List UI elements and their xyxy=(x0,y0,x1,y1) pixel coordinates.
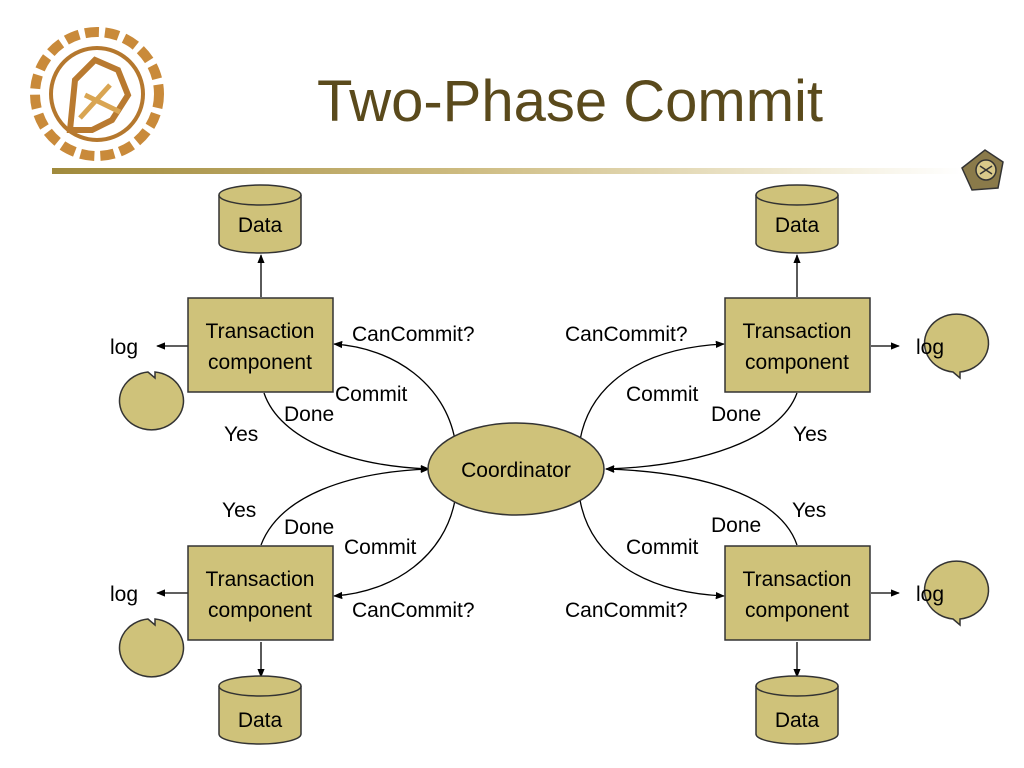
yes-label: Yes xyxy=(793,423,827,446)
data-store-top-left: Data xyxy=(218,184,302,254)
title-underline xyxy=(52,168,962,174)
log-label: log xyxy=(916,336,944,359)
cancommit-label: CanCommit? xyxy=(352,599,475,622)
connectors xyxy=(156,254,900,678)
commit-label: Commit xyxy=(626,383,698,406)
data-label: Data xyxy=(775,214,820,237)
component-label-line1: Transaction xyxy=(206,568,315,591)
transaction-component-bottom-left: Transaction component xyxy=(187,545,334,641)
done-label: Done xyxy=(711,403,761,426)
component-label-line2: component xyxy=(208,599,312,622)
log-label: log xyxy=(110,336,138,359)
data-label: Data xyxy=(238,214,283,237)
transaction-component-top-left: Transaction component xyxy=(187,297,334,393)
commit-label: Commit xyxy=(344,536,416,559)
cancommit-label: CanCommit? xyxy=(565,323,688,346)
purdue-corner-logo xyxy=(961,149,1004,191)
component-label-line1: Transaction xyxy=(743,568,852,591)
yes-label: Yes xyxy=(792,499,826,522)
data-store-bottom-left: Data xyxy=(218,675,302,745)
log-label: log xyxy=(916,583,944,606)
log-bottom-right: log xyxy=(916,560,990,627)
coordinator-label: Coordinator xyxy=(461,459,571,482)
log-label: log xyxy=(110,583,138,606)
done-label: Done xyxy=(711,514,761,537)
transaction-component-bottom-right: Transaction component xyxy=(724,545,871,641)
yes-label: Yes xyxy=(224,423,258,446)
component-label-line2: component xyxy=(745,599,849,622)
cancommit-label: CanCommit? xyxy=(565,599,688,622)
log-top-left: log xyxy=(110,336,185,431)
yes-label: Yes xyxy=(222,499,256,522)
purdue-seal-logo xyxy=(30,27,164,161)
data-store-bottom-right: Data xyxy=(755,675,839,745)
component-label-line1: Transaction xyxy=(743,320,852,343)
component-label-line2: component xyxy=(745,351,849,374)
commit-label: Commit xyxy=(335,383,407,406)
commit-label: Commit xyxy=(626,536,698,559)
done-label: Done xyxy=(284,516,334,539)
message-labels: CanCommit? Commit Done Yes CanCommit? Co… xyxy=(222,323,827,622)
transaction-component-top-right: Transaction component xyxy=(724,297,871,393)
coordinator-node: Coordinator xyxy=(427,422,605,516)
data-store-top-right: Data xyxy=(755,184,839,254)
component-label-line2: component xyxy=(208,351,312,374)
log-top-right: log xyxy=(916,313,990,380)
slide-title: Two-Phase Commit xyxy=(316,69,824,134)
component-label-line1: Transaction xyxy=(206,320,315,343)
log-bottom-left: log xyxy=(110,583,185,678)
data-label: Data xyxy=(775,709,820,732)
cancommit-label: CanCommit? xyxy=(352,323,475,346)
done-label: Done xyxy=(284,403,334,426)
data-label: Data xyxy=(238,709,283,732)
